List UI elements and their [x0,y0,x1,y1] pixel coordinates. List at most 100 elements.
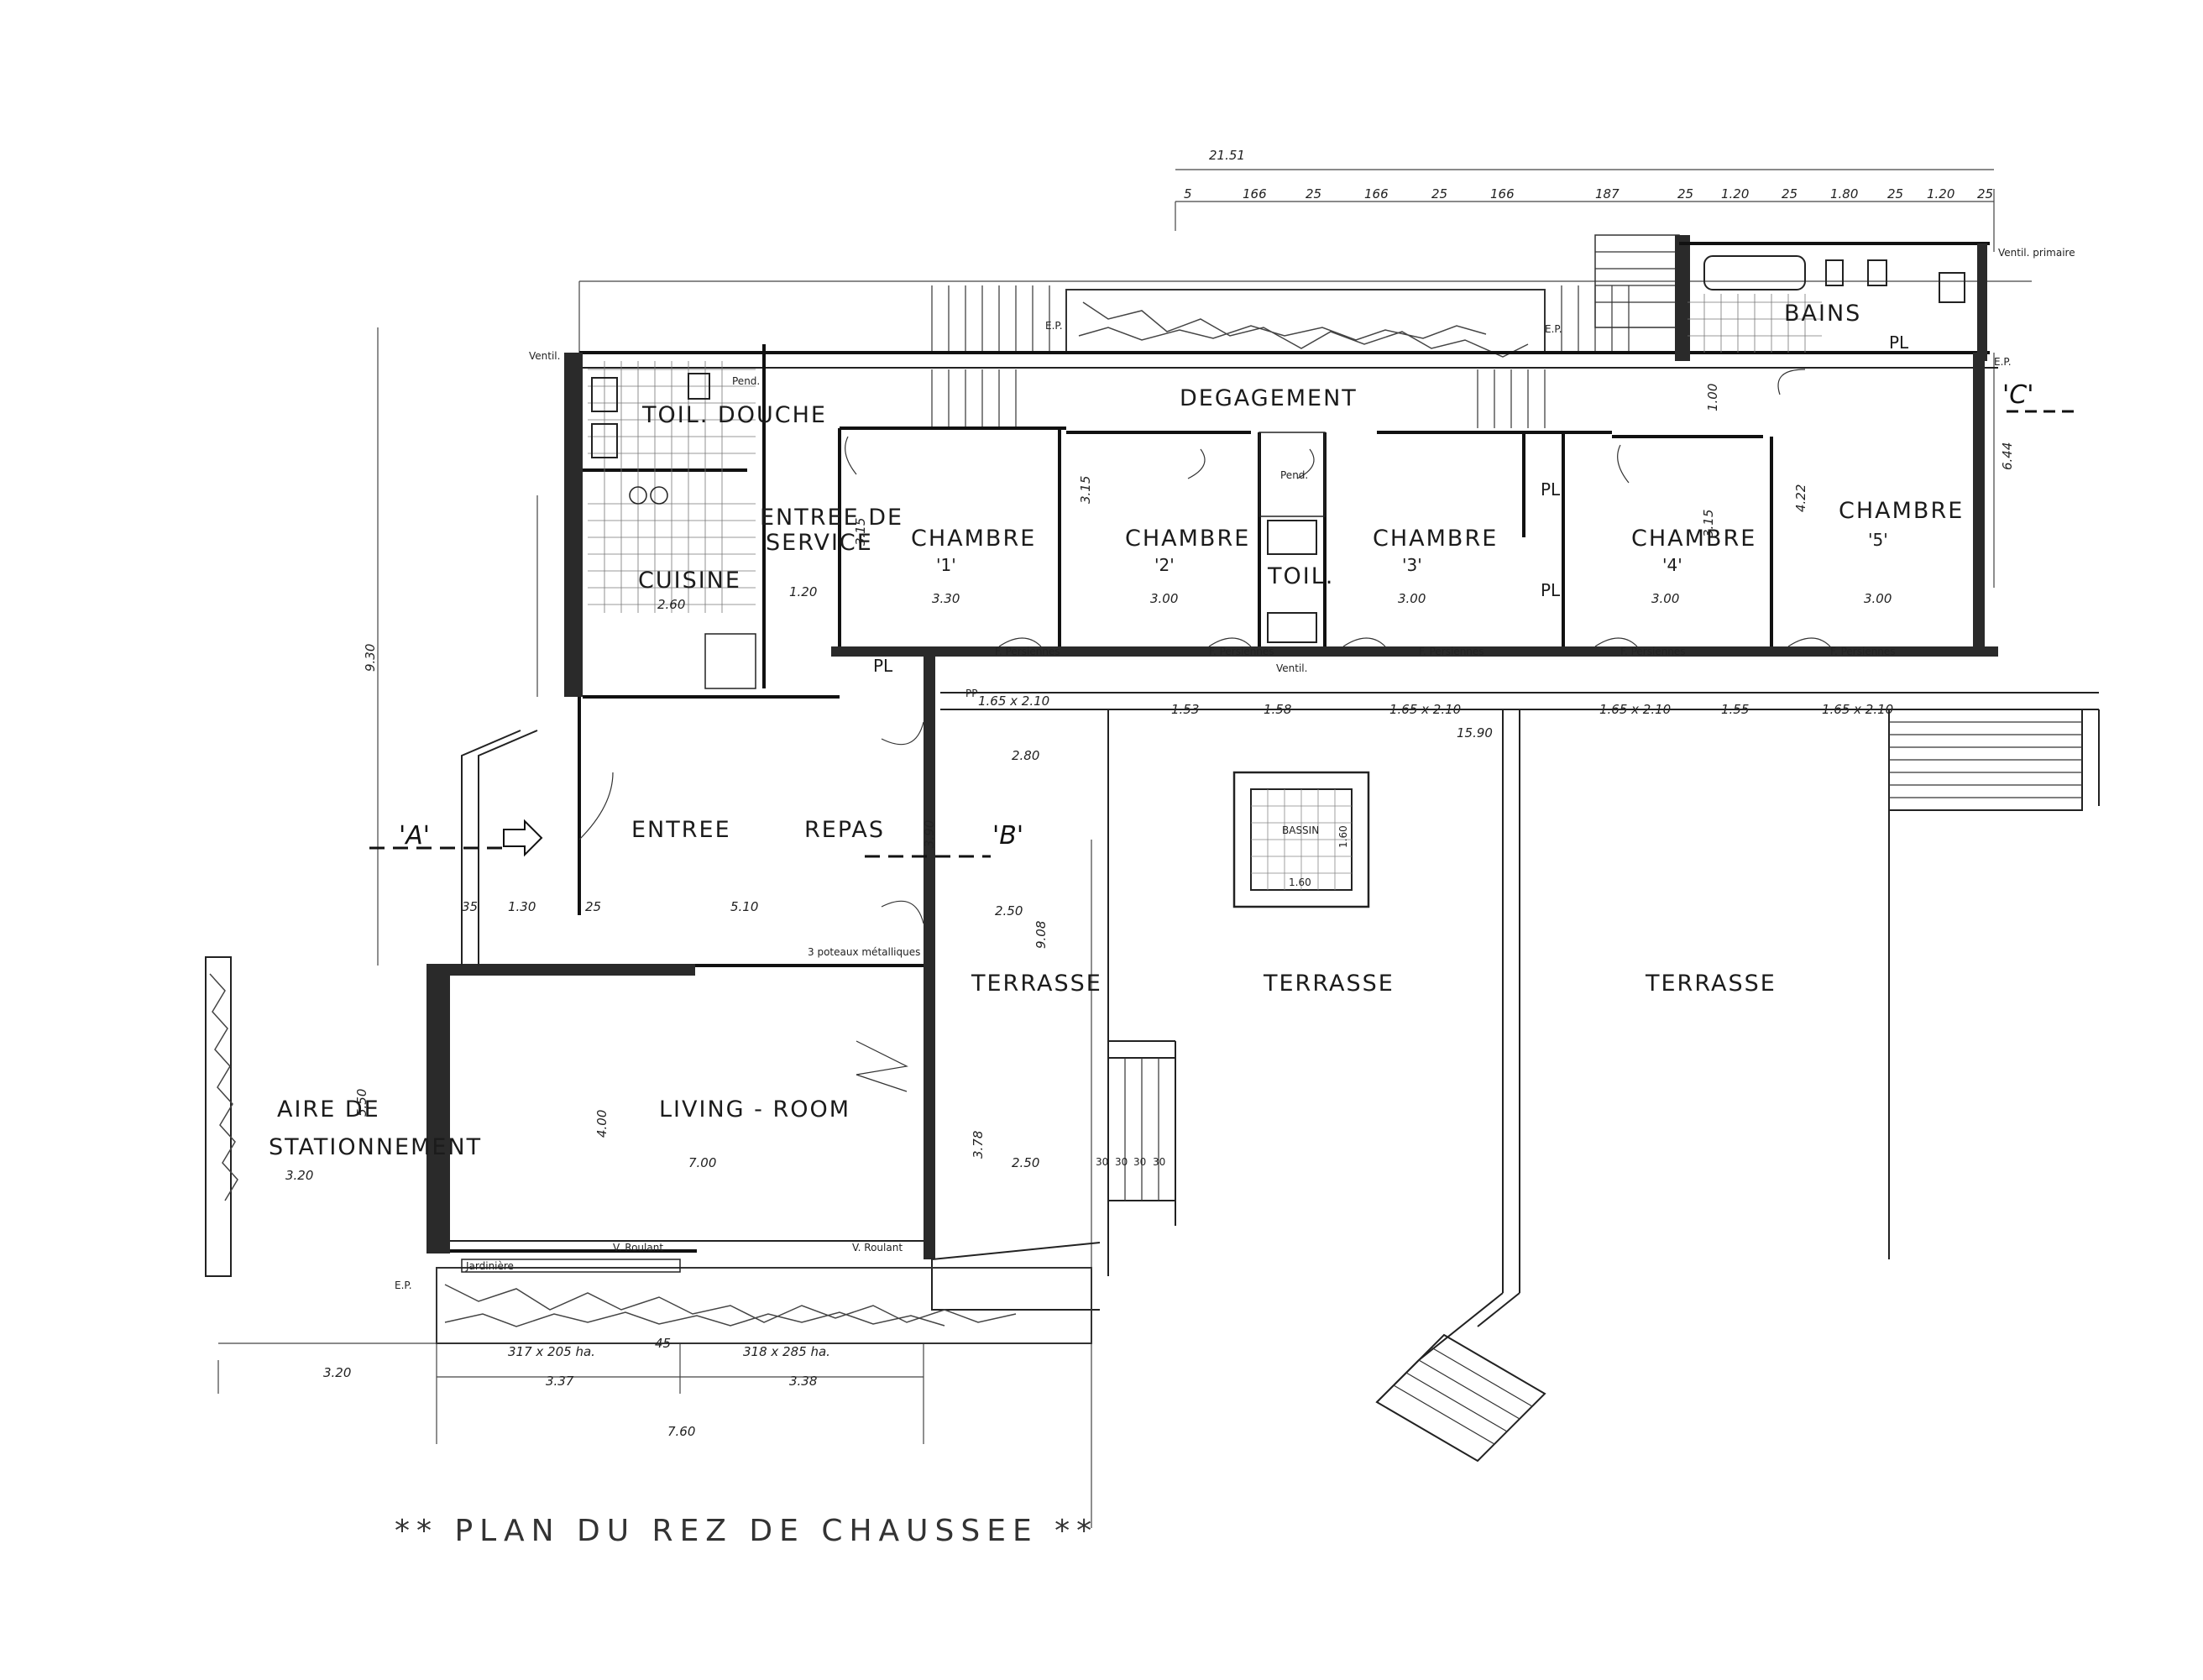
dim-opening-1: 1.58 [1264,702,1291,717]
label-entree-service-2: SERVICE [766,530,873,556]
top-seg-7: 25 [1677,186,1693,201]
label-aire-1: AIRE DE [277,1096,380,1123]
label-pl-2: PL [1889,332,1909,353]
label-chambre-2: CHAMBRE [1125,526,1250,552]
label-chambre-3: CHAMBRE [1373,526,1498,552]
label-ch2-num: '2' [1154,555,1175,575]
label-entree: ENTREE [631,817,731,843]
dim-stair-2: 30 [1133,1156,1146,1168]
toilet-closet [1258,432,1326,517]
dim-stair-3: 30 [1153,1156,1165,1168]
dim-bottom-b: 318 x 285 ha. [743,1344,830,1359]
dim-337: 3.37 [546,1374,574,1389]
dim-ch2-w: 3.00 [1150,591,1178,606]
note-ventil-2: Ventil. [1276,662,1307,674]
dim-320-b: 3.20 [323,1365,351,1380]
label-pl-3: PL [1541,479,1561,500]
parking-strip [205,956,238,1277]
wc-fixture [591,377,618,412]
note-ventil-primaire: Ventil. primaire [1998,247,2075,259]
bidet [1825,259,1844,286]
top-seg-0: 5 [1184,186,1192,201]
note-persiennes-4: F. Persiennes [1620,646,1686,657]
dim-400: 4.00 [594,1110,610,1138]
top-seg-11: 25 [1887,186,1903,201]
label-entree-service-1: ENTREE DE [760,505,903,531]
label-pend-2: Pend. [732,375,760,387]
fixtures [591,255,1965,689]
marker-b: 'B' [992,821,1023,850]
dim-stair-1: 30 [1115,1156,1128,1168]
dim-130: 1.30 [508,899,536,914]
sink-toil [1267,612,1317,643]
section-markers: 'A' 'B' 'C' [369,380,2074,858]
stone-wall-bottom [436,1259,1092,1344]
dim-250b: 2.50 [1012,1155,1039,1170]
note-ventil: Ventil. [529,350,560,362]
top-dimension-chain: 21.51 5 166 25 166 25 166 187 25 1.20 25… [1175,148,1995,252]
top-seg-10: 1.80 [1830,186,1858,201]
label-terrasse-2: TERRASSE [1263,971,1395,997]
note-persiennes-2: F. Persiennes [1209,646,1274,657]
label-terrasse-1: TERRASSE [971,971,1102,997]
label-ch5-num: '5' [1868,530,1888,550]
building-walls [426,235,1998,1259]
note-ep-4: E.P. [395,1280,412,1291]
dim-25: 25 [585,899,601,914]
dim-ch-h: 3.15 [853,518,868,546]
dim-opening-5: 1.53 [1171,702,1199,717]
dim-550: 5.50 [354,1089,369,1117]
label-bains: BAINS [1784,301,1861,327]
arrow-a-icon [503,819,543,857]
burner [629,486,647,505]
label-degagement: DEGAGEMENT [1180,385,1358,411]
label-ch4-num: '4' [1662,555,1682,575]
label-toil-douche: TOIL. DOUCHE [641,402,827,428]
bassin [1232,771,1370,908]
stairs-east [1888,709,2083,811]
label-v-roulant-1: V. Roulant [613,1242,663,1253]
label-toil: TOIL. [1267,563,1334,589]
plan-title: ** PLAN DU REZ DE CHAUSSEE ** [395,1514,1098,1548]
dim-644: 6.44 [2000,442,2015,470]
top-seg-9: 25 [1782,186,1797,201]
label-repas: REPAS [804,817,885,843]
dim-280: 2.80 [1012,748,1039,763]
dim-ch5-w: 3.00 [1864,591,1892,606]
label-chambre-1: CHAMBRE [911,526,1036,552]
top-seg-2: 25 [1306,186,1321,201]
note-persiennes-1: F. Persiennes [995,646,1060,657]
dim-908: 9.08 [1033,921,1049,949]
dim-45: 45 [655,1336,671,1351]
top-seg-13: 25 [1977,186,1993,201]
note-persiennes-5: F. Persiennes [1830,646,1896,657]
label-terrasse-3: TERRASSE [1645,971,1777,997]
dim-opening-4: 1.65 x 2.10 [1822,702,1893,717]
washbasin [1939,272,1965,303]
dim-ch-h-2: 3.15 [1078,476,1093,504]
top-seg-6: 187 [1595,186,1620,201]
stairs-top [931,234,1680,428]
top-seg-12: 1.20 [1927,186,1954,201]
label-pl-4: PL [1541,580,1561,600]
dim-cuisine-w: 2.60 [657,597,685,612]
dim-bottom-a: 317 x 205 ha. [508,1344,595,1359]
stairs-diagonal [1375,1333,1546,1463]
dim-760: 7.60 [667,1424,695,1439]
label-ch1-num: '1' [936,555,956,575]
room-labels: TOIL. DOUCHE CUISINE ENTREE DE SERVICE D… [269,301,1962,1272]
dimension-lines: 9.30 6.44 [217,280,2032,1528]
stove [704,633,756,689]
dim-35: 35 [462,899,478,914]
dimension-texts: 3.30 3.00 3.00 3.00 3.00 3.15 3.15 3.15 … [285,384,1893,1439]
note-ep-3: E.P. [1994,356,2012,368]
dim-opening-2: 1.65 x 2.10 [1389,702,1461,717]
dim-svc-w: 1.20 [789,584,817,599]
bathtub [1703,255,1806,290]
sink-fixture [591,423,618,458]
tile-pattern-service [588,361,756,613]
dim-ch-h-3: 3.15 [1701,510,1716,537]
note-ep-2: E.P. [1545,323,1562,335]
top-total-dim: 21.51 [1209,148,1245,163]
dim-stair-0: 30 [1096,1156,1108,1168]
